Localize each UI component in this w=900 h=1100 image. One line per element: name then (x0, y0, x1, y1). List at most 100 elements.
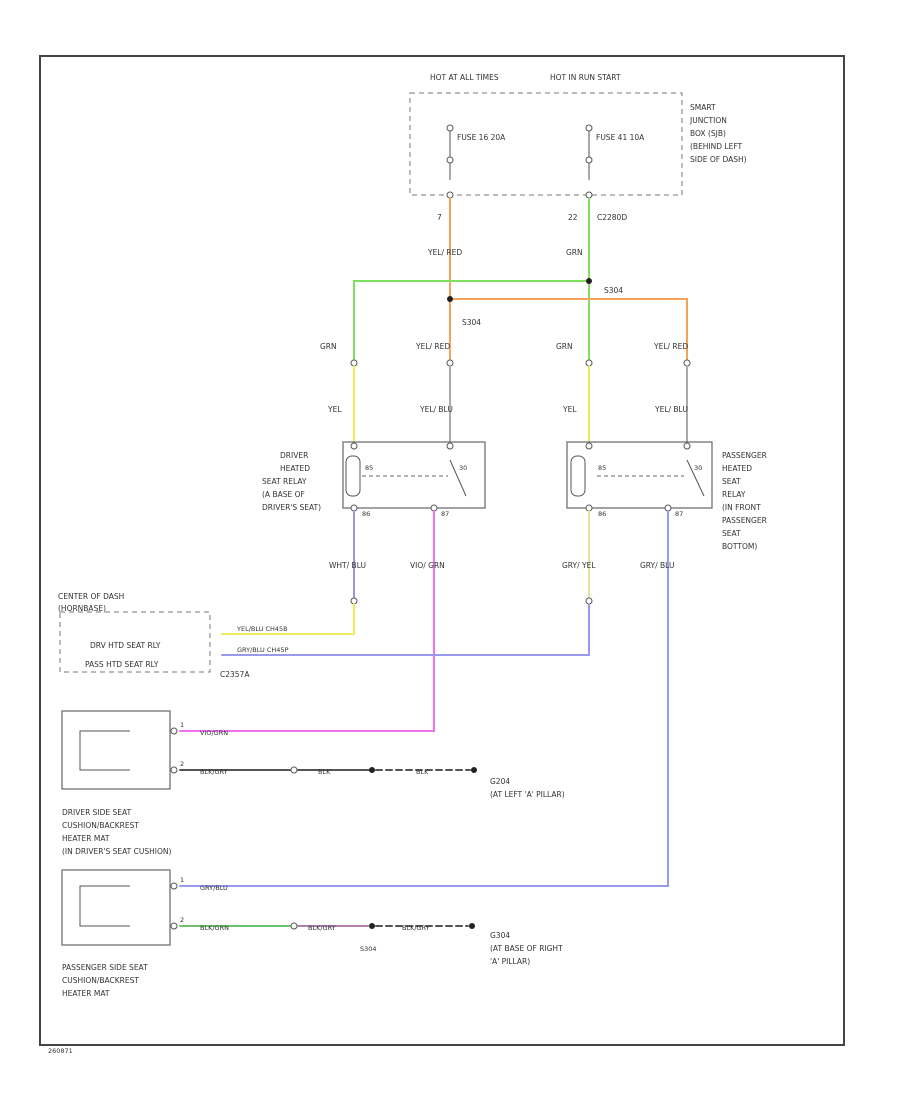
driver-relay-description: DRIVER HEATED SEAT RELAY (A BASE OF DRIV… (262, 451, 321, 512)
passenger-mat-pin1-label: 1 (180, 876, 184, 884)
passenger-mat-element (79, 885, 130, 927)
center-dash-title: CENTER OF DASH (HORNBASE) (58, 592, 127, 613)
passenger-relay-description: PASSENGER HEATED SEAT RELAY (IN FRONT PA… (722, 451, 769, 551)
label-gry-yel: GRY/ YEL (562, 561, 596, 570)
passenger-relay-85-label: 85 (598, 464, 606, 472)
driver-mat-description: DRIVER SIDE SEAT CUSHION/BACKREST HEATER… (62, 808, 171, 856)
label-yel-right: YEL (562, 405, 577, 414)
diagram-frame (39, 55, 845, 1046)
passenger-mat-outline (61, 869, 171, 946)
passenger-relay-coil (570, 455, 586, 497)
passenger-mat-w3: BLK/GRY (308, 924, 336, 932)
splice-grn-node (586, 278, 592, 284)
driver-mat-w2: BLK/GRY (200, 768, 228, 776)
passenger-mat-pin2 (170, 922, 178, 930)
label-yel-red-left: YEL/ RED (415, 342, 450, 351)
passenger-mat-pin2-label: 2 (180, 916, 184, 924)
driver-relay-86-label: 86 (362, 510, 370, 518)
center-dash-row1: DRV HTD SEAT RLY (90, 641, 161, 650)
passenger-ground-loc: (AT BASE OF RIGHT 'A' PILLAR) (490, 944, 565, 966)
driver-mat-element (79, 730, 130, 771)
label-wht-blu: WHT/ BLU (329, 561, 366, 570)
passenger-mat-w4: BLK/GRY (402, 924, 430, 932)
passenger-heated-seat-relay: 85 86 30 87 PASSENGER HEATED SEAT RELAY … (566, 441, 769, 551)
label-grn-left: GRN (320, 342, 337, 351)
passenger-relay-outline (566, 441, 713, 509)
fuse-b-top-pin (585, 124, 593, 132)
passenger-mat-pin1 (170, 882, 178, 890)
sjb-hot-at-all-times: HOT AT ALL TIMES (430, 73, 499, 82)
passenger-mat-w1: GRY/BLU (200, 884, 228, 892)
sjb-pin-22-label: 22 (568, 213, 578, 222)
center-of-dash-connector: CENTER OF DASH (HORNBASE) DRV HTD SEAT R… (58, 592, 289, 679)
center-dash-conn: C2357A (220, 670, 250, 679)
fuse-a-top-pin (446, 124, 454, 132)
driver-ground-label: G204 (490, 777, 510, 786)
center-dash-w2: GRY/BLU CH45P (237, 646, 289, 654)
driver-mat-pin1-label: 1 (180, 721, 184, 729)
wire-yel-red-to-right (449, 298, 688, 361)
splice-s1-label: S304 (604, 286, 623, 295)
feed-wires: YEL/ RED GRN S304 S304 GRN YEL/ RED GRN … (320, 197, 691, 445)
driver-mat-pin2 (170, 766, 178, 774)
label-grn-right: GRN (556, 342, 573, 351)
label-yel-blu-right: YEL/ BLU (654, 405, 688, 414)
driver-relay-switch (449, 459, 467, 497)
splice-s2-label: S304 (462, 318, 481, 327)
passenger-relay-86-label: 86 (598, 510, 606, 518)
label-vio-grn: VIO/ GRN (410, 561, 445, 570)
passenger-relay-30-label: 30 (694, 464, 702, 472)
driver-mat-pin2-label: 2 (180, 760, 184, 768)
passenger-relay-switch (686, 459, 705, 497)
passenger-relay-pin-85 (585, 442, 593, 450)
splice-node (369, 923, 375, 929)
driver-ground-loc: (AT LEFT 'A' PILLAR) (490, 790, 565, 799)
driver-relay-30-label: 30 (459, 464, 467, 472)
label-gry-blu: GRY/ BLU (640, 561, 674, 570)
ground-node (469, 923, 475, 929)
driver-mat-pin1 (170, 727, 178, 735)
passenger-heater-mat: 1 2 GRY/BLU BLK/GRN BLK/GRY BLK/GRY S304… (61, 869, 565, 998)
driver-relay-coil (345, 455, 361, 497)
wire-gry-yel-to-dash (221, 603, 590, 656)
sjb-outline (409, 92, 683, 196)
connector-pin (290, 922, 298, 930)
fuse-a-label: FUSE 16 20A (457, 133, 506, 142)
center-dash-row2: PASS HTD SEAT RLY (85, 660, 159, 669)
passenger-relay-pin-30 (683, 442, 691, 450)
driver-mat-w1: VIO/GRN (200, 729, 228, 737)
fuse-a-bottom-pin (446, 156, 454, 164)
splice-node (369, 767, 375, 773)
center-dash-outline (59, 611, 211, 673)
label-yel-left: YEL (327, 405, 342, 414)
fuse-b-bottom-pin (585, 156, 593, 164)
relay-output-wires: WHT/ BLU VIO/ GRN GRY/ YEL GRY/ BLU (179, 510, 674, 887)
sjb-pin-7-label: 7 (437, 213, 442, 222)
driver-relay-outline (342, 441, 486, 509)
wire-gry-blu (179, 510, 669, 887)
passenger-ground-label: G304 (490, 931, 510, 940)
page-code: 260871 (48, 1047, 73, 1055)
label-yel-red-right: YEL/ RED (653, 342, 688, 351)
label-yel-red-feed: YEL/ RED (427, 248, 462, 257)
passenger-mat-w2: BLK/GRN (200, 924, 229, 932)
driver-relay-pin-30 (446, 442, 454, 450)
driver-mat-w3: BLK (318, 768, 331, 776)
driver-mat-w4: BLK (416, 768, 429, 776)
sjb-hot-in-run-start: HOT IN RUN START (550, 73, 621, 82)
driver-heater-mat: 1 2 VIO/GRN BLK/GRY BLK BLK G204 (AT LEF… (61, 710, 565, 856)
driver-mat-outline (61, 710, 171, 790)
center-dash-w1: YEL/BLU CH45B (236, 625, 288, 633)
driver-heated-seat-relay: 85 86 30 87 DRIVER HEATED SEAT RELAY (A … (262, 441, 486, 518)
smart-junction-box: HOT AT ALL TIMES HOT IN RUN START FUSE 1… (409, 73, 747, 222)
wire-wht-blu-to-dash (221, 603, 355, 635)
sjb-description: SMART JUNCTION BOX (SJB) (BEHIND LEFT SI… (689, 103, 747, 164)
driver-relay-pin-85 (350, 442, 358, 450)
wire-vio-grn (179, 510, 435, 732)
wire-grn-to-left (353, 280, 590, 361)
passenger-mat-description: PASSENGER SIDE SEAT CUSHION/BACKREST HEA… (62, 963, 150, 998)
label-grn-feed: GRN (566, 248, 583, 257)
passenger-relay-87-label: 87 (675, 510, 683, 518)
driver-relay-85-label: 85 (365, 464, 373, 472)
